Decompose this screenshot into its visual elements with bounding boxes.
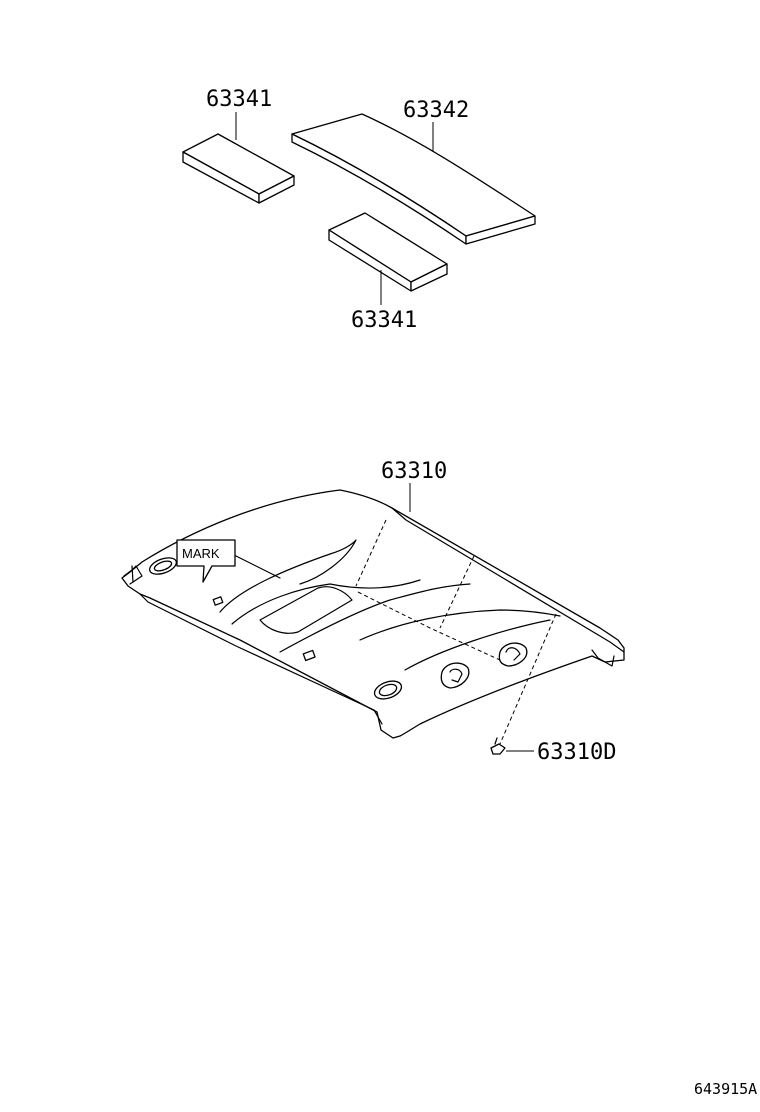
pad-63341-lower[interactable] [328, 212, 448, 292]
alignment-guides [355, 519, 557, 745]
pad-63341-upper-left[interactable] [182, 133, 295, 204]
label-63310: 63310 [381, 459, 447, 484]
label-63341-upper: 63341 [206, 87, 272, 112]
headlining-63310[interactable] [121, 489, 625, 739]
clip-63310D[interactable] [490, 737, 506, 755]
mark-callout: MARK [176, 539, 236, 583]
label-63310D: 63310D [537, 740, 616, 765]
label-63342: 63342 [403, 98, 469, 123]
pad-63342-long[interactable] [291, 113, 536, 245]
mark-label: MARK [182, 546, 220, 561]
diagram-code: 643915A [694, 1080, 757, 1098]
label-63341-lower: 63341 [351, 308, 417, 333]
